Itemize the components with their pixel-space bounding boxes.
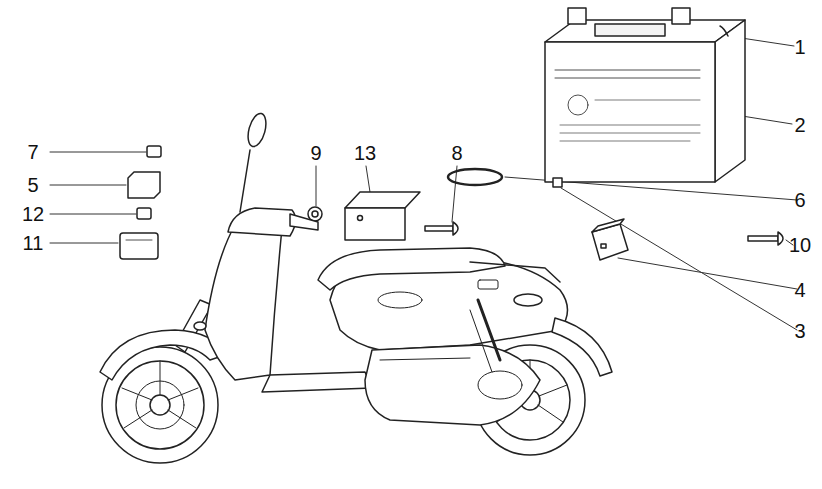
- battery: [545, 8, 745, 182]
- callout-number: 3: [780, 320, 820, 342]
- screw: [425, 222, 458, 235]
- callout-number: 1: [780, 36, 820, 58]
- scooter: [100, 112, 612, 463]
- clip: [553, 178, 562, 187]
- spring-ring: [448, 169, 502, 185]
- screw: [748, 232, 783, 245]
- nut: [312, 211, 318, 217]
- callout-number: 7: [13, 141, 53, 163]
- callout-number: 12: [13, 203, 53, 225]
- callout-number: 8: [437, 142, 477, 164]
- callout-number: 13: [345, 142, 385, 164]
- bracket: [345, 192, 420, 240]
- callout-number: 5: [13, 174, 53, 196]
- callout-number: 4: [780, 279, 820, 301]
- callout-number: 10: [780, 234, 820, 256]
- callout-number: 2: [780, 114, 820, 136]
- callout-number: 11: [13, 232, 53, 254]
- relay: [592, 219, 628, 260]
- fuses: [120, 146, 161, 259]
- callout-number: 6: [780, 189, 820, 211]
- nut: [308, 207, 322, 221]
- callout-number: 9: [296, 142, 336, 164]
